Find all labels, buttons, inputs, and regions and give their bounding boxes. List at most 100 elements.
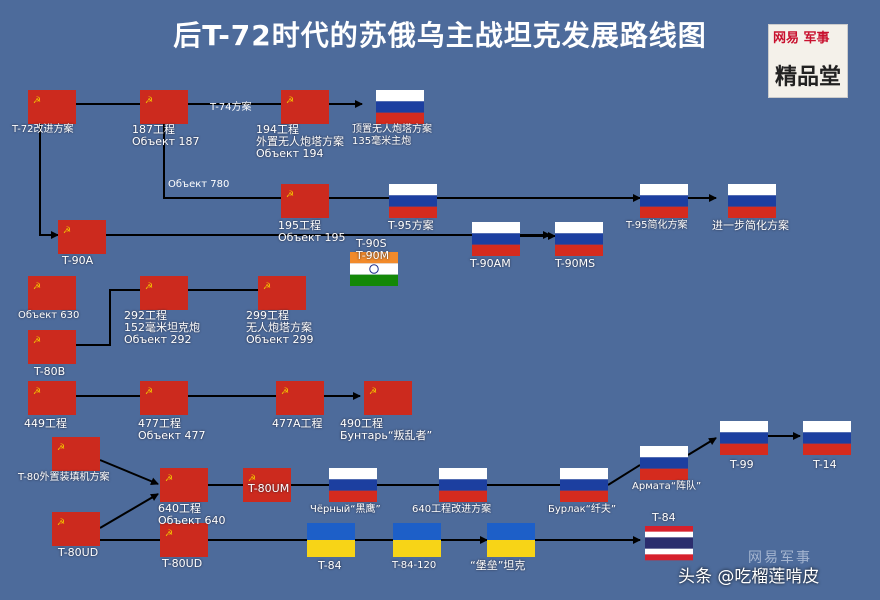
ussr-flag-o490: ☭ (364, 381, 412, 415)
russia-flag-burlak (560, 468, 608, 502)
svg-text:☭: ☭ (63, 226, 71, 236)
svg-text:☭: ☭ (33, 387, 41, 397)
ukraine-flag-t84 (307, 523, 355, 557)
node-label-armata: Армата“阵队” (632, 481, 702, 492)
edge-label: T-74方案 (209, 100, 252, 113)
node-label-t80um: T-80UM (248, 482, 290, 495)
node-label-t99: T-99 (730, 458, 754, 471)
russia-flag-t90ms2 (555, 222, 603, 256)
flag-nodes: ☭ ☭ ☭ ☭ ☭ ☭ ☭ ☭ ☭ ☭ ☭ ☭ ☭ ☭ ☭ ☭ ☭ ☭ (28, 90, 851, 561)
connector-line (163, 124, 281, 199)
node-label-t84: T-84 (318, 559, 342, 572)
ussr-flag-t72: ☭ (28, 90, 76, 124)
svg-text:☭: ☭ (286, 190, 294, 200)
ussr-flag-t80b: ☭ (28, 330, 76, 364)
ussr-flag-o640: ☭ (160, 468, 208, 502)
ussr-flag-o449: ☭ (28, 381, 76, 415)
russia-flag-t99 (720, 421, 768, 455)
page-title: 后T-72时代的苏俄乌主战坦克发展路线图 (173, 19, 707, 52)
svg-text:☭: ☭ (57, 518, 65, 528)
russia-flag-armata (640, 446, 688, 480)
connector-line (99, 459, 159, 486)
node-label-t14: T-14 (813, 458, 837, 471)
node-label-t72: T-72改进方案 (12, 124, 74, 135)
node-label-t95: T-95方案 (388, 219, 434, 232)
ussr-flag-t80ud_src: ☭ (52, 512, 100, 546)
node-label-t80ext: T-80外置装填机方案 (18, 472, 110, 483)
ussr-flag-o194: ☭ (281, 90, 329, 124)
russia-flag-t90am (472, 222, 520, 256)
ussr-flag-t80ud: ☭ (160, 523, 208, 557)
svg-text:☭: ☭ (165, 529, 173, 539)
russia-flag-bb (329, 468, 377, 502)
node-label-t90am: T-90AM (470, 257, 511, 270)
connector-line (99, 493, 159, 529)
svg-text:☭: ☭ (369, 387, 377, 397)
ussr-flag-t80um: ☭ (243, 468, 291, 502)
author-credit: 头条 @吃榴莲啃皮 (678, 567, 820, 587)
node-label-o477a: 477A工程 (272, 417, 323, 430)
svg-text:☭: ☭ (33, 282, 41, 292)
connector-line (76, 289, 140, 346)
connector-line (607, 464, 641, 486)
russia-flag-t95 (389, 184, 437, 218)
node-label-oplot: “堡垒”坦克 (470, 559, 526, 572)
node-label-o640m: 640工程改进方案 (412, 504, 492, 515)
russia-flag-t14 (803, 421, 851, 455)
russia-flag-o640m (439, 468, 487, 502)
svg-text:☭: ☭ (263, 282, 271, 292)
svg-text:☭: ☭ (145, 387, 153, 397)
node-label-t90a: T-90A (62, 254, 94, 267)
ussr-flag-t90a: ☭ (58, 220, 106, 254)
thailand-flag-thai (645, 526, 693, 561)
svg-text:☭: ☭ (165, 474, 173, 484)
ussr-flag-o630: ☭ (28, 276, 76, 310)
node-label-t84120: T-84-120 (392, 560, 437, 571)
node-label-r195a: T-95简化方案 (626, 220, 688, 231)
node-label-bb: Чёрный“黑鹰” (310, 504, 381, 515)
brand-logo: 网易 军事 精品堂 (768, 24, 848, 98)
svg-text:☭: ☭ (248, 474, 256, 484)
russia-flag-r194 (376, 90, 424, 124)
ussr-flag-o477a: ☭ (276, 381, 324, 415)
connector-line (687, 437, 717, 456)
svg-text:☭: ☭ (145, 282, 153, 292)
ussr-flag-o187: ☭ (140, 90, 188, 124)
svg-text:☭: ☭ (281, 387, 289, 397)
node-label-t80ud: T-80UD (162, 557, 203, 570)
connector-line (39, 124, 59, 239)
russia-flag-r195a (640, 184, 688, 218)
svg-text:☭: ☭ (57, 443, 65, 453)
ukraine-flag-oplot (487, 523, 535, 557)
node-label-t90ms2: T-90MS (555, 257, 596, 270)
node-label-burlak: Бурлак“纤夫” (548, 504, 617, 515)
ussr-flag-o299: ☭ (258, 276, 306, 310)
ussr-flag-o292: ☭ (140, 276, 188, 310)
node-label-t80ud_src: T-80UD (58, 546, 99, 559)
logo-bottom-text: 精品堂 (775, 65, 842, 90)
edge-label: Объект 780 (168, 179, 229, 190)
svg-text:☭: ☭ (286, 96, 294, 106)
ussr-flag-t80ext: ☭ (52, 437, 100, 471)
svg-text:☭: ☭ (33, 96, 41, 106)
logo-top-text: 网易 军事 (773, 31, 830, 46)
node-label-o449: 449工程 (24, 417, 67, 430)
ukraine-flag-t84120 (393, 523, 441, 557)
svg-text:☭: ☭ (33, 336, 41, 346)
ussr-flag-o195: ☭ (281, 184, 329, 218)
india-flag-t90ms (350, 252, 398, 286)
node-label-thai: T-84 (652, 511, 676, 524)
node-label-t80b: T-80B (34, 365, 66, 378)
ussr-flag-o477: ☭ (140, 381, 188, 415)
russia-flag-r195b (728, 184, 776, 218)
svg-text:☭: ☭ (145, 96, 153, 106)
